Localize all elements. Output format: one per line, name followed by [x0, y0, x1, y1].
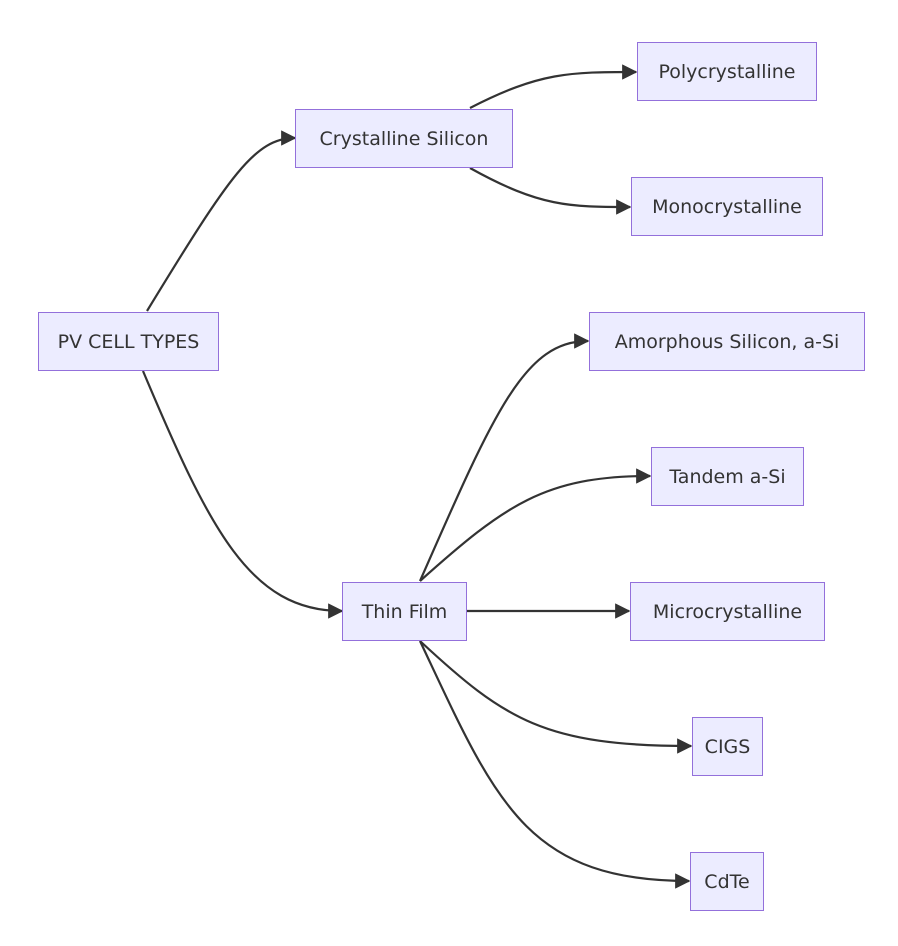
node-cdte: CdTe: [690, 852, 764, 911]
node-polycrystalline: Polycrystalline: [637, 42, 817, 101]
node-thin-film: Thin Film: [342, 582, 467, 641]
edge-thinfilm-cdte: [419, 640, 691, 889]
edge-thinfilm-tandem: [419, 468, 652, 582]
edge-crystalline-mono: [469, 167, 632, 215]
node-monocrystalline: Monocrystalline: [631, 177, 823, 236]
node-pv-cell-types: PV CELL TYPES: [38, 312, 219, 371]
node-microcrystalline: Microcrystalline: [630, 582, 825, 641]
edge-root-thinfilm: [141, 370, 344, 619]
edge-root-crystalline: [146, 130, 297, 312]
node-tandem-a-si: Tandem a-Si: [651, 447, 804, 506]
node-crystalline-silicon: Crystalline Silicon: [295, 109, 513, 168]
edge-thinfilm-cigs: [419, 640, 693, 754]
node-cigs: CIGS: [692, 717, 763, 776]
edge-crystalline-poly: [469, 64, 638, 109]
node-amorphous-silicon: Amorphous Silicon, a-Si: [589, 312, 865, 371]
edge-thinfilm-amorphous: [418, 333, 590, 582]
